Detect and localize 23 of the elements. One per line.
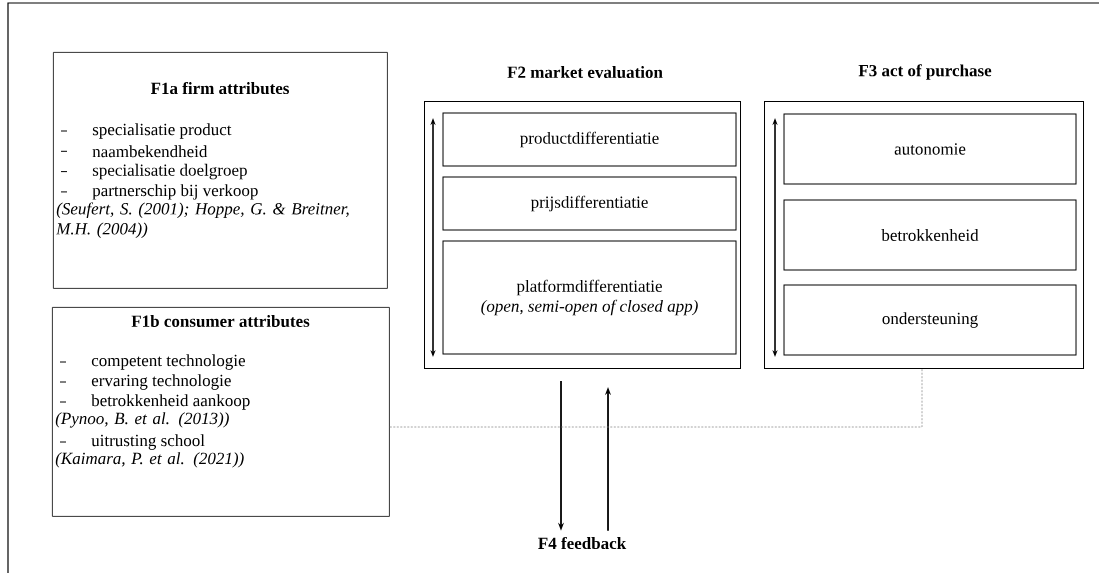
- factor-box: productdifferentiatie: [442, 112, 737, 167]
- citation: (Seufert, S. (2001); Hoppe, G. & Breitner, M.H. (2004)): [56, 202, 349, 238]
- connector-line: [389, 368, 923, 428]
- factor-box: prijsdifferentiatie: [442, 176, 737, 231]
- factor-box: betrokkenheid: [783, 199, 1077, 271]
- list-item: competent technologie: [59, 354, 245, 370]
- list-item: specialisatie product: [60, 123, 232, 139]
- list-item: specialisatie doelgroep: [60, 163, 247, 180]
- group-heading: F3 act of purchase: [858, 64, 992, 80]
- citation: (Kaimara, P. et al. (2021)): [55, 452, 244, 468]
- list-item: uitrusting school: [59, 434, 205, 450]
- factor-box: ondersteuning: [783, 284, 1077, 356]
- list-item: ervaring technologie: [59, 374, 231, 390]
- list-item: partnerschip bij verkoop: [60, 184, 258, 200]
- box-heading: F1b consumer attributes: [131, 315, 310, 327]
- list-item: naambekendheid: [60, 145, 208, 158]
- box-heading: F1a firm attributes: [150, 81, 289, 95]
- citation: (Pynoo, B. et al. (2013)): [55, 412, 229, 428]
- list-item: betrokkenheid aankoop: [59, 394, 250, 410]
- group-heading: F2 market evaluation: [507, 66, 663, 78]
- factor-box: autonomie: [783, 113, 1077, 185]
- factor-box: platformdifferentiatie (open, semi-open of closed app): [442, 240, 737, 355]
- feedback-label: F4 feedback: [538, 536, 627, 550]
